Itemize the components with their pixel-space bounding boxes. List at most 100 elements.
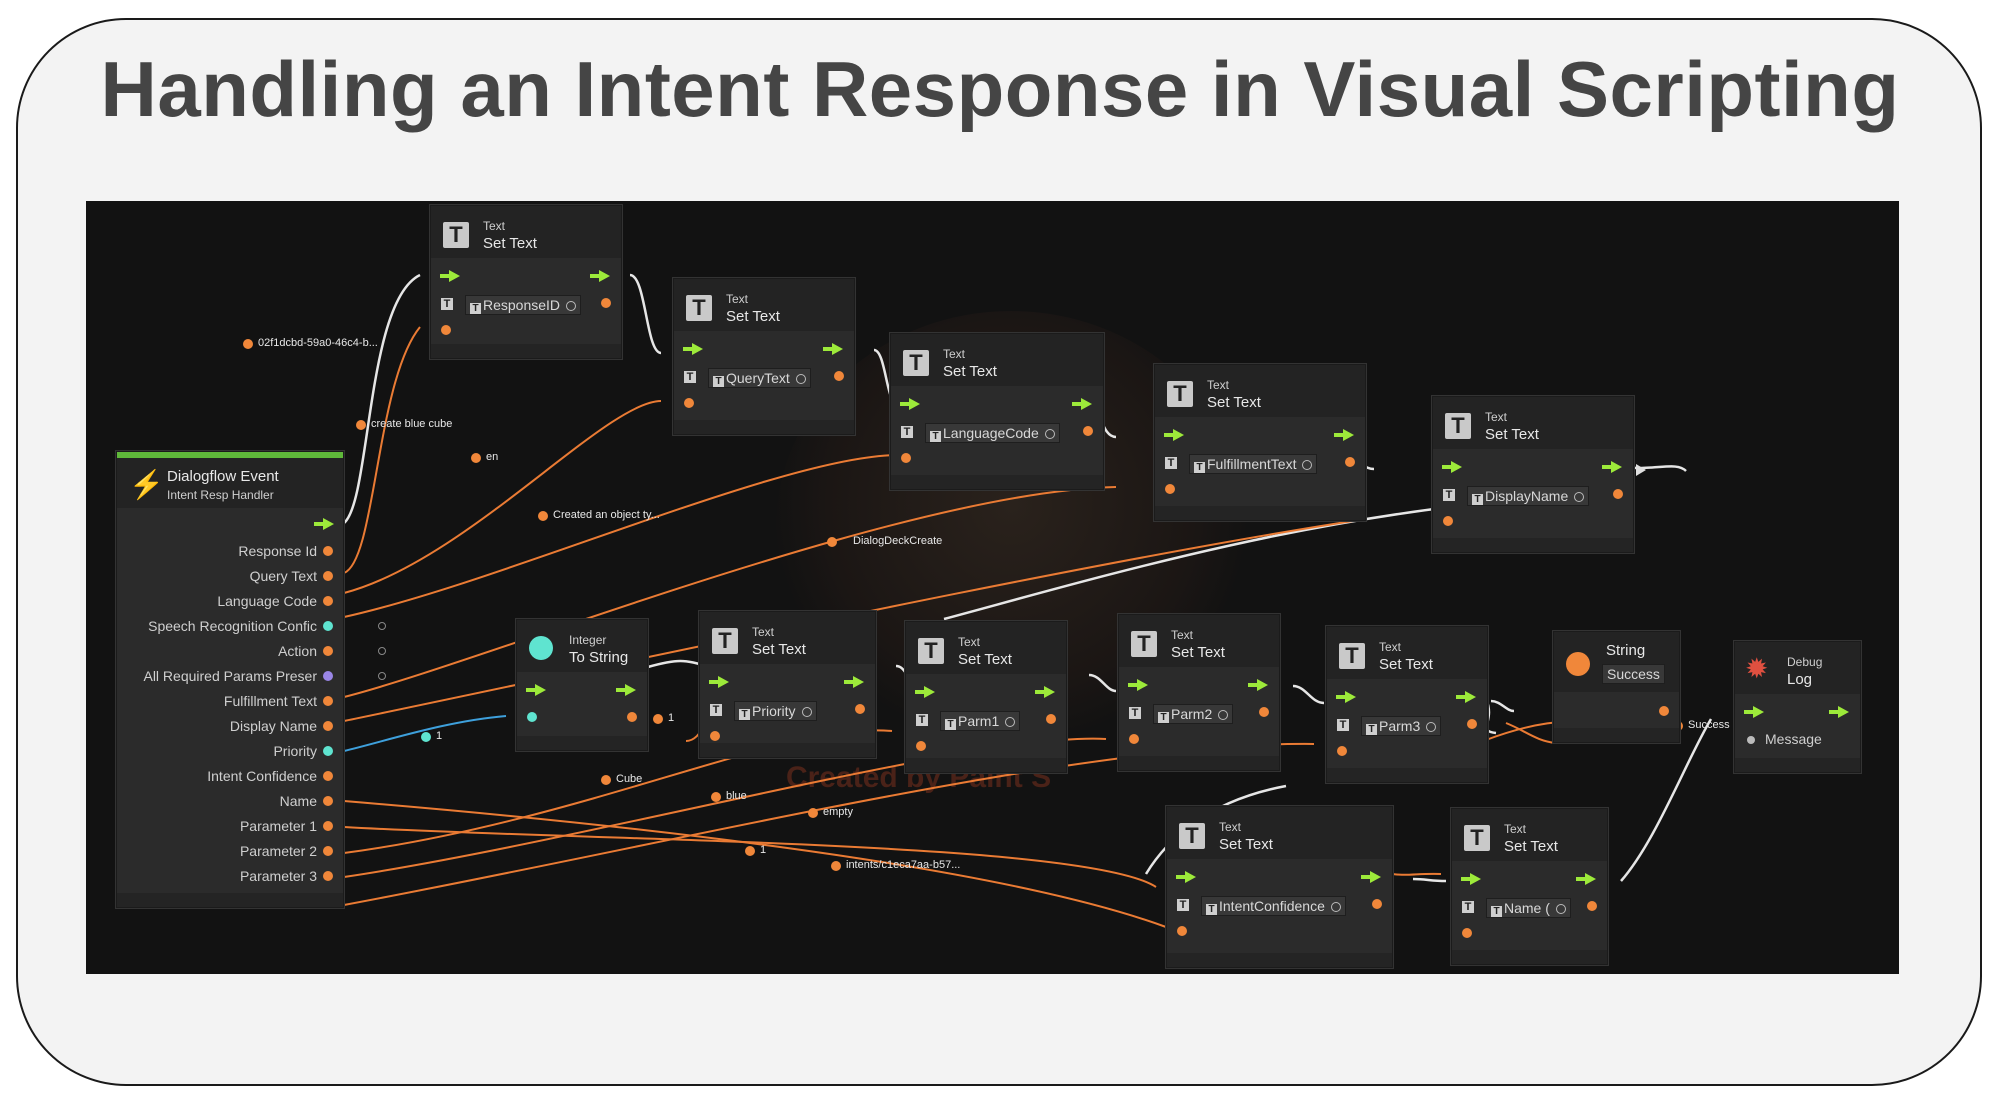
control-output-arrow[interactable] <box>1829 706 1849 718</box>
target-picker-icon[interactable] <box>801 707 812 717</box>
target-picker-icon[interactable] <box>1555 904 1566 914</box>
output-port[interactable] <box>323 771 333 781</box>
input-port[interactable] <box>527 712 537 722</box>
control-input-arrow[interactable] <box>1128 679 1148 691</box>
output-port[interactable] <box>323 571 333 581</box>
target-picker-icon[interactable] <box>1574 492 1585 502</box>
output-port[interactable] <box>323 721 333 731</box>
input-port[interactable] <box>1129 734 1139 744</box>
target-picker-icon[interactable] <box>1218 710 1229 720</box>
message-input-port[interactable] <box>1747 736 1755 744</box>
output-port[interactable] <box>323 871 333 881</box>
input-port[interactable] <box>1337 746 1347 756</box>
string-value-field[interactable]: Success <box>1602 664 1665 684</box>
target-picker-icon[interactable] <box>1044 429 1055 439</box>
control-input-arrow[interactable] <box>526 684 546 696</box>
output-port[interactable] <box>323 846 333 856</box>
control-input-arrow[interactable] <box>683 343 703 355</box>
input-port[interactable] <box>901 453 911 463</box>
control-output-arrow[interactable] <box>1334 429 1354 441</box>
input-port[interactable] <box>441 325 451 335</box>
output-port[interactable] <box>323 546 333 556</box>
control-output-arrow[interactable] <box>1361 871 1381 883</box>
control-input-arrow[interactable] <box>1164 429 1184 441</box>
output-port[interactable] <box>627 712 637 722</box>
output-port[interactable] <box>1083 426 1093 436</box>
output-port[interactable] <box>601 298 611 308</box>
output-port[interactable] <box>1659 706 1669 716</box>
output-port[interactable] <box>834 371 844 381</box>
control-output-arrow[interactable] <box>314 518 334 530</box>
output-port[interactable] <box>1372 899 1382 909</box>
output-port[interactable] <box>323 671 333 681</box>
output-port[interactable] <box>1345 457 1355 467</box>
output-port[interactable] <box>1587 901 1597 911</box>
control-input-arrow[interactable] <box>1744 706 1764 718</box>
output-port[interactable] <box>323 821 333 831</box>
integer-to-string-node[interactable]: Integer To String <box>516 619 648 751</box>
control-output-arrow[interactable] <box>1035 686 1055 698</box>
control-output-end[interactable] <box>1636 464 1646 476</box>
output-port[interactable] <box>855 704 865 714</box>
input-port[interactable] <box>1462 928 1472 938</box>
control-input-arrow[interactable] <box>440 270 460 282</box>
target-picker-icon[interactable] <box>1330 902 1341 912</box>
control-output-arrow[interactable] <box>1456 691 1476 703</box>
control-input-arrow[interactable] <box>900 398 920 410</box>
output-port[interactable] <box>1613 489 1623 499</box>
control-input-arrow[interactable] <box>1176 871 1196 883</box>
control-input-arrow[interactable] <box>1461 873 1481 885</box>
input-port[interactable] <box>1177 926 1187 936</box>
control-output-arrow[interactable] <box>1072 398 1092 410</box>
input-port[interactable] <box>1165 484 1175 494</box>
output-port[interactable] <box>323 621 333 631</box>
output-port[interactable] <box>323 746 333 756</box>
target-picker-icon[interactable] <box>1005 717 1016 727</box>
debug-log-node[interactable]: ✹ Debug Log Message <box>1734 641 1861 773</box>
output-port[interactable] <box>323 646 333 656</box>
output-port[interactable] <box>323 796 333 806</box>
control-output-arrow[interactable] <box>1248 679 1268 691</box>
control-output-arrow[interactable] <box>844 676 864 688</box>
output-socket[interactable] <box>378 647 386 655</box>
output-socket[interactable] <box>378 672 386 680</box>
target-picker-icon[interactable] <box>566 301 577 311</box>
target-picker-icon[interactable] <box>1426 722 1437 732</box>
string-literal-node[interactable]: String Success <box>1553 631 1680 743</box>
control-input-arrow[interactable] <box>1336 691 1356 703</box>
output-port[interactable] <box>323 596 333 606</box>
control-input-arrow[interactable] <box>915 686 935 698</box>
output-port[interactable] <box>1259 707 1269 717</box>
control-input-arrow[interactable] <box>709 676 729 688</box>
control-output-arrow[interactable] <box>590 270 610 282</box>
input-port[interactable] <box>916 741 926 751</box>
control-output-arrow[interactable] <box>823 343 843 355</box>
output-port[interactable] <box>1046 714 1056 724</box>
control-input-arrow[interactable] <box>1442 461 1462 473</box>
output-port[interactable] <box>323 696 333 706</box>
target-picker-icon[interactable] <box>795 374 806 384</box>
output-socket[interactable] <box>378 622 386 630</box>
